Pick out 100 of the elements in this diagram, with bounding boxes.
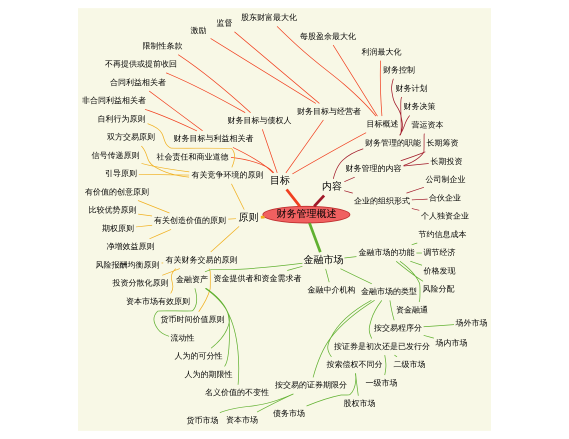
- node-text: 金融市场的类型: [360, 286, 417, 296]
- connector: [231, 183, 245, 210]
- node-text: 利润最大化: [361, 46, 402, 56]
- node-text: 价格发现: [424, 265, 456, 276]
- node-text: 按证券是初次还是已发行分: [334, 340, 430, 351]
- connector: [312, 300, 375, 378]
- node-text: 资金提供者和资金需求者: [214, 272, 302, 283]
- node-text: 金融资产: [176, 274, 208, 284]
- connector: [403, 163, 430, 166]
- connector: [411, 242, 418, 246]
- node-text: 按索偿权不同分: [326, 359, 382, 370]
- node-text: 限制性条款: [142, 40, 182, 50]
- node-text: 一级市场: [365, 377, 398, 388]
- node-text: 目标概述: [366, 118, 399, 128]
- node-text: 监督: [216, 18, 233, 28]
- connector: [141, 163, 190, 172]
- node-text: 社会责任和商业道德: [156, 151, 229, 162]
- node-text: 每股盈余最大化: [300, 30, 356, 41]
- connector: [154, 288, 198, 337]
- connector: [325, 268, 330, 283]
- node-text: 合同利益相关者: [110, 76, 166, 87]
- connector: [138, 200, 170, 214]
- node-text: 股东财富最大化: [240, 12, 297, 22]
- connector: [396, 260, 424, 282]
- node-text: 场外市场: [456, 317, 488, 328]
- connector: [411, 208, 420, 211]
- connector: [412, 198, 428, 200]
- node-text: 资金融通: [396, 304, 428, 314]
- node-text: 货币时间价值原则: [160, 314, 224, 324]
- connector: [204, 262, 303, 272]
- connector: [178, 54, 251, 114]
- connector: [344, 256, 357, 258]
- node-text: 不再提供或提前收回: [104, 58, 177, 69]
- connector: [423, 324, 454, 328]
- node-text: 金融市场: [303, 255, 344, 266]
- node-text: 营运资本: [411, 119, 444, 130]
- node-text: 期权原则: [102, 222, 134, 233]
- connector: [368, 300, 382, 339]
- node-text: 二级市场: [394, 359, 426, 370]
- node-text: 货币市场: [186, 414, 219, 425]
- node-text: 有关竞争环境的原则: [191, 170, 264, 180]
- node-text: 激励: [190, 24, 206, 35]
- connector: [206, 288, 230, 367]
- connector: [344, 176, 356, 182]
- connector: [219, 394, 294, 413]
- node-text: 有关财务交易的原则: [165, 254, 238, 264]
- node-text: 节约信息成本: [418, 228, 466, 239]
- connector: [332, 44, 378, 117]
- node-text: 合伙企业: [429, 192, 462, 202]
- node-text: 非合同利益相关者: [82, 95, 146, 106]
- node-text: 场内市场: [436, 337, 468, 348]
- node-text: 债务市场: [272, 408, 305, 418]
- connector: [403, 133, 425, 166]
- connector: [136, 224, 152, 228]
- node-text: 有价值的创意原则: [85, 186, 150, 196]
- node-text: 财务目标与债权人: [227, 114, 292, 125]
- connector: [204, 288, 240, 386]
- connector: [380, 60, 382, 116]
- node-text: 按交易的证券期限分: [275, 380, 348, 390]
- connector: [166, 72, 246, 113]
- connector: [332, 148, 364, 180]
- node-text: 金融中介机构: [307, 284, 356, 294]
- connector: [384, 354, 386, 376]
- connector: [286, 266, 303, 271]
- connector: [399, 115, 410, 136]
- node-text: 个人独资企业: [421, 210, 470, 221]
- connector: [149, 229, 172, 240]
- node-text: 双方交易原则: [107, 132, 156, 142]
- connector: [286, 188, 301, 208]
- connector: [400, 260, 420, 302]
- connector: [148, 90, 203, 132]
- connector: [138, 174, 190, 176]
- connector: [390, 300, 395, 321]
- connector: [344, 190, 354, 194]
- node-text: 长期筹资: [426, 138, 458, 148]
- connector: [423, 335, 434, 339]
- node-text: 资本市场有效原则: [126, 296, 190, 306]
- node-text: 自利行为原则: [98, 113, 146, 124]
- node-text: 净增效益原则: [106, 241, 154, 252]
- node-text: 比较优势原则: [88, 204, 136, 215]
- connector: [340, 268, 372, 284]
- connector: [170, 268, 176, 294]
- node-text: 目标: [270, 176, 290, 187]
- node-text: 企业的组织形式: [354, 195, 410, 206]
- node-ellipse: 财务管理概述: [262, 206, 350, 224]
- node-text: 财务管理的职能: [365, 138, 422, 148]
- connector: [140, 146, 190, 178]
- node-text: 公司制企业: [426, 174, 466, 184]
- connector: [161, 262, 164, 264]
- connector: [256, 394, 294, 412]
- connector: [144, 108, 198, 132]
- node-text: 股权市场: [343, 398, 376, 408]
- node-text: 财务计划: [395, 82, 428, 93]
- connector: [210, 38, 316, 104]
- node-text: 名义价值的不变性: [205, 387, 270, 397]
- node-text: 调节经济: [423, 247, 456, 258]
- node-text: 原则: [238, 212, 258, 224]
- node-text: 按交易程序分: [374, 322, 422, 333]
- connector: [262, 128, 278, 174]
- connector: [138, 214, 152, 216]
